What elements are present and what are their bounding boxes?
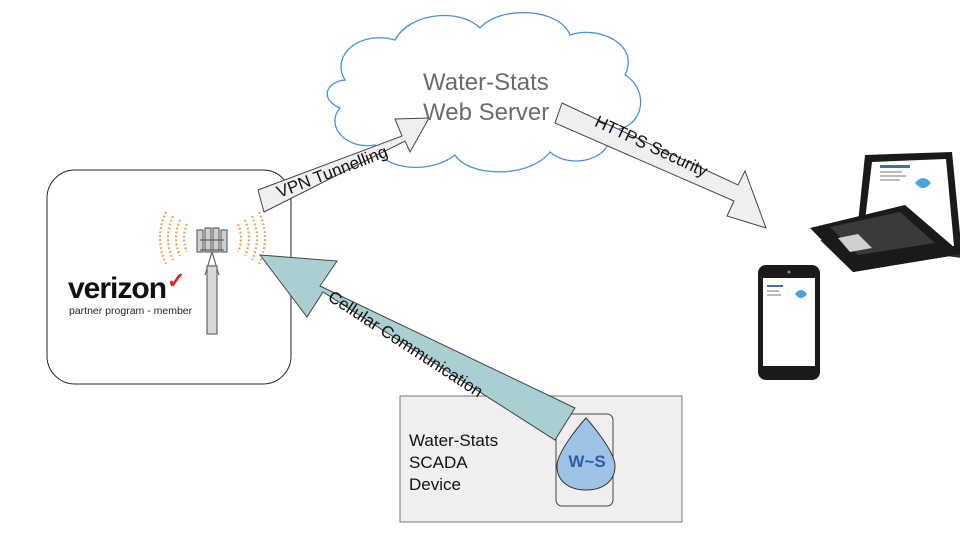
vpn-tunnelling-arrow (257, 117, 430, 213)
cloud-label-line2: Web Server (423, 99, 550, 126)
cell-tower-icon (196, 227, 228, 335)
signal-waves-icon (158, 211, 267, 265)
water-stats-logo-text: W~S (568, 452, 606, 471)
cloud-label-line1: Water-Stats (423, 69, 549, 96)
phone-icon (758, 265, 820, 380)
scada-label-line3: Device (409, 475, 461, 494)
scada-label-line1: Water-Stats (409, 431, 499, 450)
cellular-communication-arrow (258, 254, 576, 441)
verizon-partner-subtitle: partner program - member (69, 305, 193, 317)
water-drop-icon (556, 417, 616, 491)
laptop-icon (810, 152, 960, 272)
scada-label-line2: SCADA (409, 453, 468, 472)
verizon-logo: verizon✓ (68, 268, 185, 306)
verizon-wordmark: verizon (68, 272, 167, 305)
verizon-check-icon: ✓ (167, 268, 185, 293)
https-security-arrow (554, 102, 767, 229)
